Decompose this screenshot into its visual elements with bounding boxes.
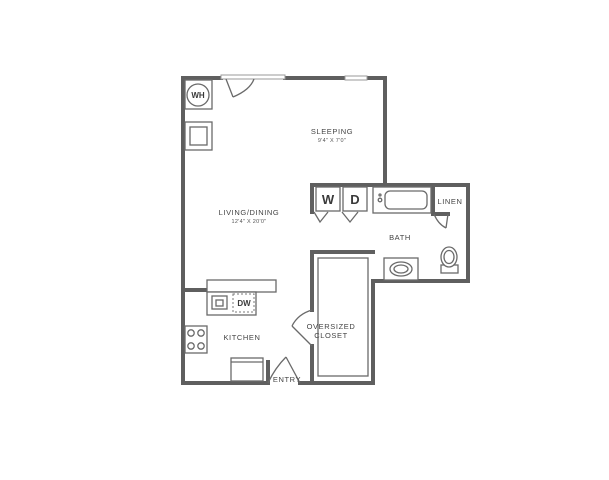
- window: [344, 75, 368, 81]
- sleeping-dimensions: 9'4" X 7'0": [318, 138, 346, 144]
- bath-fixtures: [372, 186, 459, 281]
- water-heater-label: WH: [191, 91, 205, 100]
- counter-bar: [206, 279, 277, 293]
- exterior-walls: [181, 76, 470, 385]
- washer-icon: [315, 186, 341, 212]
- living-dining-label: LIVING/DINING: [219, 208, 280, 217]
- sleeping-label: SLEEPING: [311, 127, 353, 136]
- water-heater-icon: [186, 83, 210, 107]
- interior-walls: [181, 183, 450, 385]
- linen-label: LINEN: [437, 197, 462, 206]
- closet-shelving: [317, 257, 369, 377]
- closet-label-line1: OVERSIZED: [307, 322, 356, 331]
- sink-icon: [211, 295, 228, 310]
- kitchen-label: KITCHEN: [223, 333, 260, 342]
- washer-dryer: W D: [315, 186, 368, 212]
- dishwasher-icon: [232, 293, 255, 313]
- living-dining-dimensions: 12'4" X 20'0": [232, 219, 267, 225]
- room-labels: SLEEPING 9'4" X 7'0" LIVING/DINING 12'4"…: [219, 127, 462, 384]
- entry-label: ENTRY: [273, 375, 301, 384]
- kitchen-fixtures: DW: [184, 279, 277, 382]
- dryer-icon: [342, 186, 368, 212]
- vanity-sink-icon: [383, 257, 419, 281]
- range-icon: [184, 325, 208, 354]
- dishwasher-label: DW: [237, 299, 251, 308]
- washer-label: W: [322, 192, 335, 207]
- bath-label: BATH: [389, 233, 411, 242]
- water-heater-closet: WH: [184, 79, 213, 151]
- refrigerator-icon: [230, 357, 264, 382]
- dryer-label: D: [350, 192, 359, 207]
- door-swings: [220, 74, 449, 384]
- closet-label-line2: CLOSET: [314, 331, 348, 340]
